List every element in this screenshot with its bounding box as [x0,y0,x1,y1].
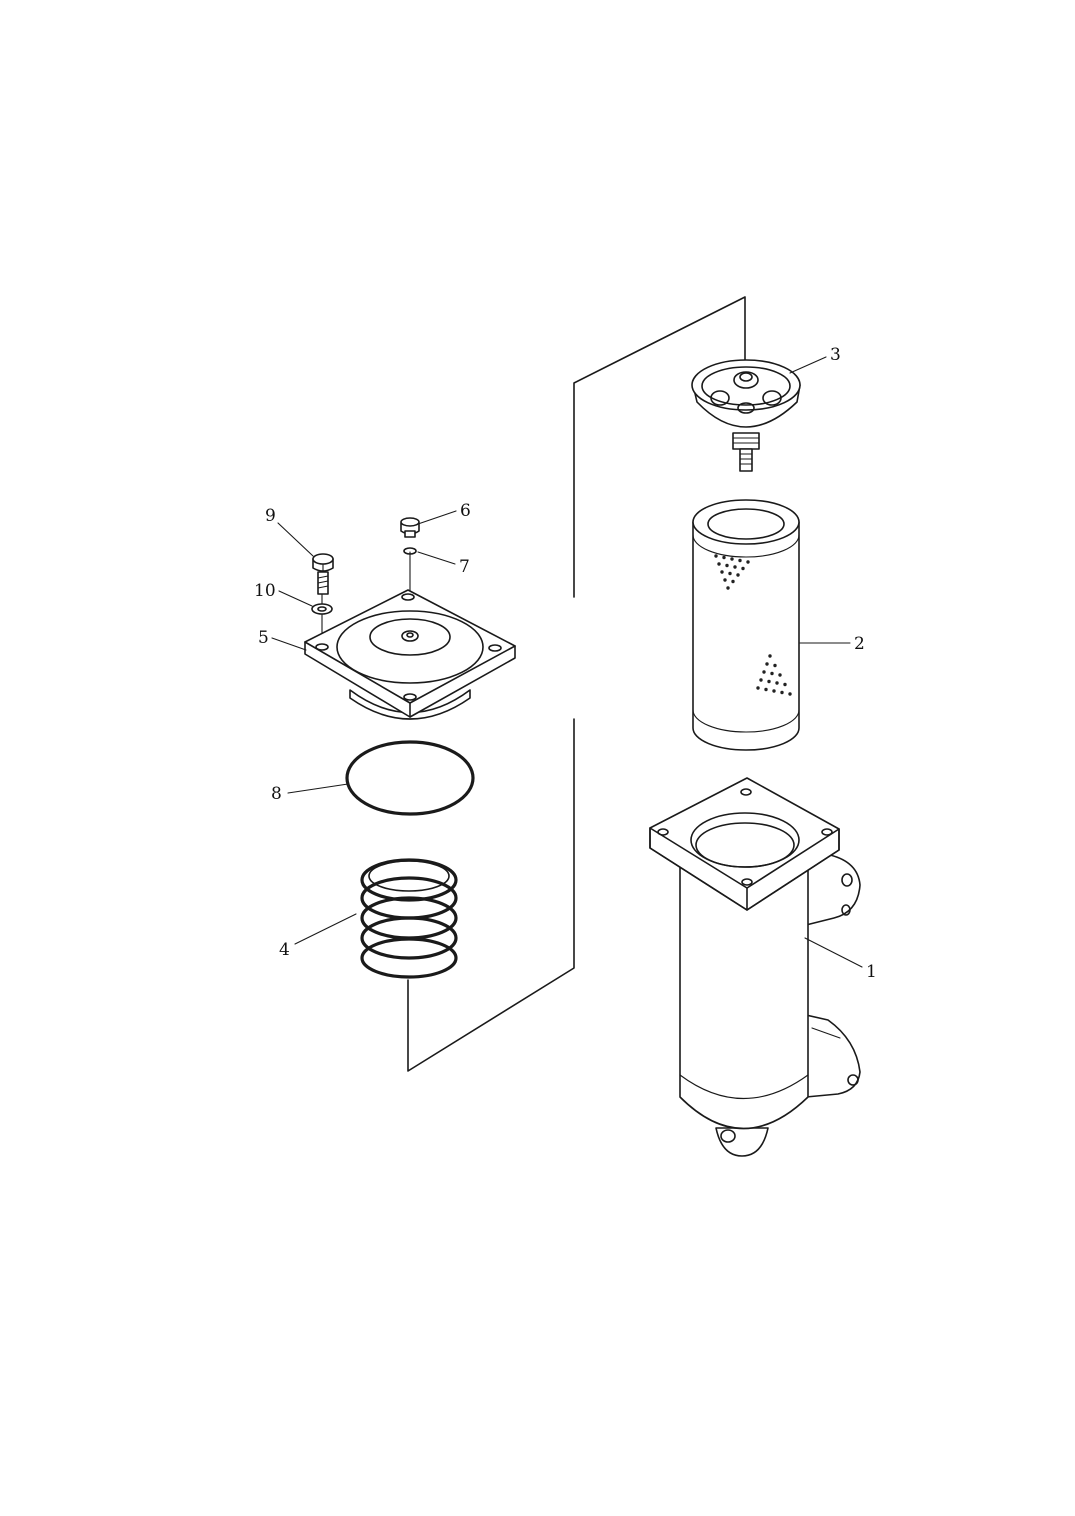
part-7-small-oring [403,547,417,555]
callout-8: 8 [271,784,282,804]
perforation-dot [730,557,734,561]
perforation-dot [722,555,726,560]
part-3-valve-cap [691,359,801,472]
filter-perforations-bottom [756,654,792,696]
part-4-spring [360,858,458,979]
part-9-bolt [312,553,334,595]
perforation-dot [714,554,718,558]
perforation-dot [733,565,737,569]
callout-9: 9 [265,506,276,526]
perforation-dot [768,654,772,658]
assembly-guide-lower [407,718,575,1072]
callout-7: 7 [459,557,470,577]
perforation-dot [772,689,776,693]
part-6-plug [400,517,420,538]
callout-3: 3 [830,345,841,365]
perforation-dot [736,573,740,577]
perforation-dot [773,663,777,668]
callout-4: 4 [279,940,290,960]
perforation-dot [731,579,735,584]
perforation-dot [717,562,721,566]
perforation-dot [728,571,732,576]
part-5-cover [304,589,516,720]
perforation-dot [759,678,763,682]
perforation-dot [762,670,766,674]
perforation-dot [738,558,742,563]
perforation-dot [746,560,750,564]
filter-perforations-top [714,554,750,590]
callout-10: 10 [254,581,276,601]
perforation-dot [788,692,792,696]
part-2-filter-element [692,499,800,751]
perforation-dot [756,686,760,690]
perforation-dot [764,687,768,692]
assembly-guide-upper [573,296,746,598]
perforation-dot [767,679,771,684]
callout-1: 1 [866,962,877,982]
part-1-housing [649,777,861,1157]
part-10-washer [311,603,333,615]
perforation-dot [765,662,769,666]
perforation-dot [725,563,729,568]
perforation-dot [783,682,787,687]
leader-lines [271,356,863,968]
part-8-large-oring [345,740,475,816]
perforation-dot [770,671,774,676]
perforation-dot [726,586,730,590]
perforation-dot [720,570,724,574]
perforation-dot [778,673,782,677]
callout-5: 5 [258,628,269,648]
perforation-dot [775,681,779,685]
perforation-dot [741,566,745,571]
callout-2: 2 [854,634,865,654]
callout-6: 6 [460,501,471,521]
perforation-dot [723,578,727,582]
perforation-dot [780,690,784,695]
